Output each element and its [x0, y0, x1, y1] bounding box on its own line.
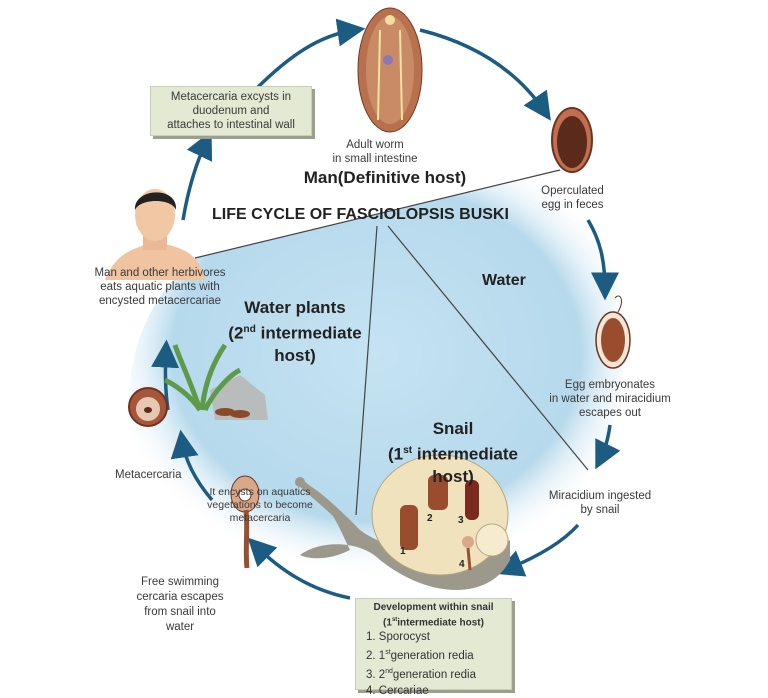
text-line: Operculated	[541, 185, 604, 197]
text-line: (1st intermediate	[378, 440, 528, 466]
metacercaria-illustration	[128, 387, 168, 427]
snail-host-label: Snail (1st intermediate host)	[378, 418, 528, 488]
text-part: 1. Sporocyst	[366, 631, 430, 644]
development-box: Development within snail (1stintermediat…	[355, 598, 512, 697]
snail-number: 1	[400, 546, 406, 557]
text-line: egg in feces	[541, 199, 604, 211]
arrow	[586, 219, 619, 301]
text-line: in small intestine	[332, 153, 418, 165]
arrow	[247, 537, 351, 600]
text-line: from snail into	[144, 606, 216, 618]
text-line: Free swimming	[141, 576, 219, 588]
miracidium-label: Miracidium ingested by snail	[540, 489, 660, 517]
text-line: duodenum and	[192, 105, 270, 117]
text-part: 3. 2	[366, 668, 386, 681]
man-eats-label: Man and other herbivores eats aquatic pl…	[85, 266, 235, 308]
text-part: generation redia	[392, 668, 476, 681]
text-line: cercaria escapes	[136, 591, 224, 603]
snail-illustration	[295, 454, 510, 590]
text-line: Miracidium ingested	[548, 490, 652, 502]
arrow	[253, 18, 366, 92]
text-line: Water plants	[244, 298, 346, 317]
arrow	[170, 429, 214, 502]
development-item: 1. Sporocyst	[366, 629, 511, 645]
development-item: 2. 1stgeneration redia	[366, 645, 511, 664]
text-line: by snail	[580, 504, 620, 516]
arrow	[419, 28, 551, 121]
man-illustration	[105, 189, 205, 280]
egg-label: Operculated egg in feces	[530, 184, 615, 212]
superscript: nd	[385, 668, 393, 676]
text-line: Metacercaria excysts in	[170, 91, 292, 103]
text-line: (2nd intermediate	[220, 319, 370, 345]
divider-line	[387, 225, 589, 471]
superscript: st	[385, 649, 391, 657]
text-line: It encysts on aquatics	[209, 486, 311, 498]
superscript: st	[403, 445, 413, 456]
text-line: in water and miracidium	[549, 393, 671, 405]
snail-number: 2	[427, 513, 433, 524]
text-line: Snail	[432, 419, 474, 438]
water-plants-illustration	[163, 343, 268, 420]
text-part: intermediate	[412, 444, 518, 464]
text-part: (2	[228, 323, 244, 343]
water-plants-label: Water plants (2nd intermediate host)	[220, 297, 370, 367]
excyst-box: Metacercaria excysts in duodenum and att…	[150, 86, 312, 136]
development-heading: Development within snail	[373, 602, 494, 613]
divider-line	[194, 169, 561, 259]
metacercaria-label: Metacercaria	[115, 469, 182, 481]
text-part: 4. Cercariae	[366, 684, 429, 697]
text-line: metacercaria	[229, 512, 291, 524]
text-line: vegetations to become	[207, 499, 313, 511]
operculated-egg-illustration	[551, 107, 593, 173]
text-line: encysted metacercariae	[98, 295, 222, 307]
text-part: intermediate	[255, 323, 362, 343]
arrow	[181, 130, 213, 221]
text-line: water	[165, 621, 195, 633]
snail-number: 3	[458, 515, 464, 526]
cercaria-label: Free swimming cercaria escapes from snai…	[130, 575, 230, 635]
text-part: (1	[383, 617, 392, 629]
text-part: intermediate host)	[397, 617, 484, 629]
development-item: 4. Cercariae	[366, 683, 511, 698]
text-line: Adult worm	[346, 139, 404, 151]
embryonated-egg-illustration	[595, 295, 631, 369]
encysts-label: It encysts on aquatics vegetations to be…	[195, 486, 325, 525]
text-line: Egg embryonates	[564, 379, 656, 391]
diagram-title: LIFE CYCLE OF FASCIOLOPSIS BUSKI	[212, 206, 509, 223]
superscript: nd	[243, 324, 256, 335]
text-part: (1	[388, 444, 404, 464]
text-line: escapes out	[578, 407, 641, 419]
text-part: generation redia	[390, 650, 474, 663]
water-label: Water	[482, 272, 526, 289]
egg-embryonates-label: Egg embryonates in water and miracidium …	[540, 378, 680, 420]
adult-worm-label: Adult worm in small intestine	[325, 138, 425, 166]
text-line: eats aquatic plants with	[100, 281, 220, 293]
snail-number: 4	[459, 559, 465, 570]
cercaria-illustration	[230, 475, 260, 569]
superscript: st	[391, 617, 398, 623]
arrow	[495, 523, 580, 577]
water-region	[129, 170, 624, 578]
text-line: Man and other herbivores	[94, 267, 226, 279]
text-line: host)	[274, 345, 316, 365]
text-part: 2. 1	[366, 650, 386, 663]
arrow	[595, 424, 621, 470]
text-line: attaches to intestinal wall	[167, 119, 295, 131]
definitive-host-label: Man(Definitive host)	[303, 168, 467, 187]
text-line: host)	[432, 466, 474, 486]
adult-worm-illustration	[357, 7, 423, 133]
development-item: 3. 2ndgeneration redia	[366, 664, 511, 683]
divider-line	[355, 225, 378, 516]
excyst-text: Metacercaria excysts in duodenum and att…	[151, 90, 311, 132]
development-subheading: (1stintermediate host)	[356, 614, 511, 629]
